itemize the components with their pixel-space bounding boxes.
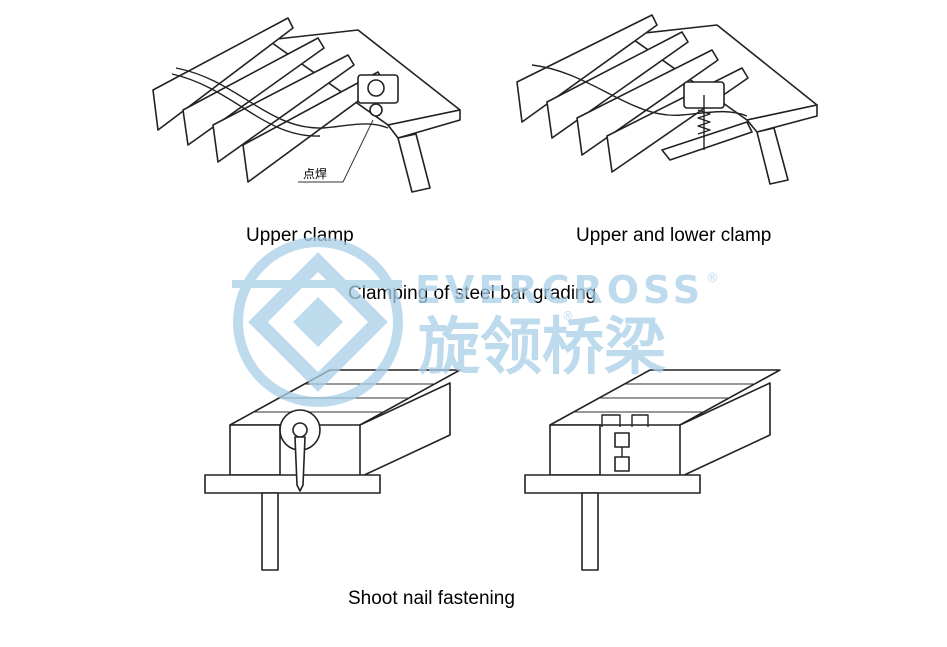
support-web [387,109,461,139]
bearing-bar-front [549,424,601,476]
caption-upper-lower-clamp: Upper and lower clamp [576,225,772,246]
support-leg [756,127,789,185]
nail-shank [294,436,306,492]
shoot-nail-right-drawing [524,369,781,571]
weld-callout-line [298,119,374,183]
section-title: Clamping of steel bar grading [348,283,597,304]
bearing-bar-2 [182,37,325,146]
clip-bolt-lower [614,456,630,472]
support-web [261,492,279,571]
bearing-bar-right [679,382,771,478]
support-flange [204,474,381,494]
bearing-bar-3 [576,49,719,156]
clip-bolt-upper [614,432,630,448]
upper-clamp-drawing: 点焊 [152,17,461,193]
lower-clamp-plate [661,121,753,161]
cross-bar-edge [171,73,321,137]
clamp-nut [369,103,383,117]
bearing-bar-1 [516,14,658,123]
watermark-registered-top: ® [706,271,719,286]
watermark-registered-mid: ® [562,309,574,323]
support-web [581,492,599,571]
upper-lower-clamp-drawing [516,14,818,185]
weld-callout-label: 点焊 [303,166,327,181]
nail-head [292,422,308,438]
cross-bar [175,67,389,129]
clamp-bolt [367,79,385,97]
support-leg [397,133,431,193]
shoot-nail-left-drawing [204,369,461,571]
support-web [746,104,818,133]
caption-upper-clamp: Upper clamp [246,225,354,246]
watermark-logo-inner [293,297,343,347]
support-flange [524,474,701,494]
bearing-bar-front [229,424,281,476]
cross-bar [531,64,748,117]
clip-fastener [601,414,649,427]
caption-shoot-nail: Shoot nail fastening [348,588,515,609]
bearing-bar-1 [152,17,294,131]
bearing-bar-right [359,382,451,478]
watermark-logo-diamond [248,252,388,392]
bearing-bar-3 [212,54,355,163]
bearing-bar-2 [546,31,689,139]
bolt-thread [697,109,711,135]
